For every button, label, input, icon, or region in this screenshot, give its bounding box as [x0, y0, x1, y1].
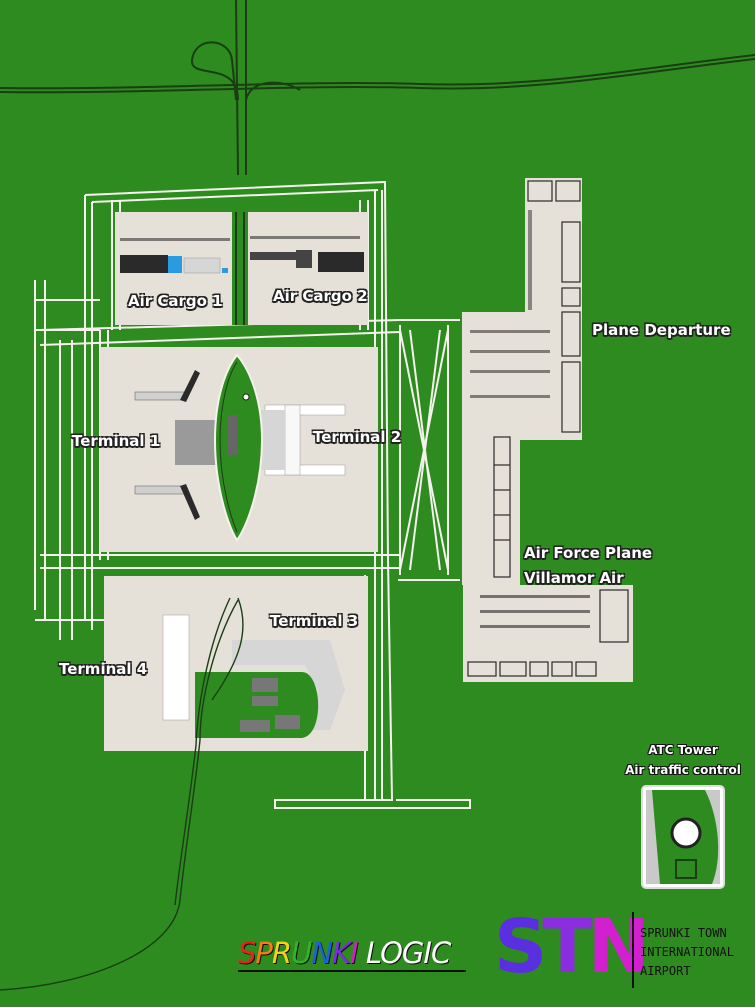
sprunki-logic-letter: K — [332, 936, 351, 970]
plane-departure-apron — [462, 178, 582, 585]
cargo-buildings-1 — [120, 255, 228, 274]
terminal-1-building — [134, 370, 220, 520]
label-air-force-line2: Villamor Air — [524, 569, 624, 587]
sprunki-logic-letter: N — [311, 936, 333, 970]
label-terminal-1: Terminal 1 — [72, 432, 161, 450]
sprunki-logic-letter: O — [380, 936, 403, 970]
airport-name-line: AIRPORT — [640, 964, 691, 978]
departure-planes — [470, 210, 550, 398]
airport-name-line: INTERNATIONAL — [640, 945, 734, 959]
sprunki-logic-logo: SPRUNKI LOGIC — [238, 936, 451, 970]
air-force-buildings — [467, 589, 629, 677]
label-terminal-4: Terminal 4 — [59, 660, 148, 678]
sprunki-logic-letter — [358, 936, 366, 970]
stn-letter: S — [494, 904, 547, 990]
label-terminal-2: Terminal 2 — [313, 428, 402, 446]
sprunki-logic-letter: C — [430, 936, 451, 970]
departure-buildings — [493, 180, 581, 578]
terminal-2-building — [260, 404, 346, 476]
logo-underline — [238, 970, 466, 972]
label-terminal-3: Terminal 3 — [270, 612, 359, 630]
label-air-force-line1: Air Force Plane — [524, 544, 653, 562]
label-plane-departure: Plane Departure — [592, 321, 731, 339]
sprunki-logic-letter: P — [255, 936, 272, 970]
sprunki-logic-letter: U — [291, 936, 312, 970]
sprunki-logic-letter: S — [238, 936, 256, 970]
central-island — [213, 353, 264, 542]
sprunki-logic-letter: I — [350, 936, 359, 970]
sprunki-logic-letter: R — [271, 936, 292, 970]
sprunki-logic-letter: I — [423, 936, 432, 970]
stn-letter: N — [587, 904, 650, 990]
stn-letter: T — [542, 904, 593, 990]
cargo-stands — [120, 236, 360, 241]
cargo-buildings-2 — [250, 250, 364, 272]
airport-name: SPRUNKI TOWN INTERNATIONAL AIRPORT — [640, 924, 734, 981]
cargo-median — [232, 212, 248, 325]
atc-tower-inset — [641, 785, 725, 889]
access-roads — [0, 597, 244, 991]
label-air-cargo-1: Air Cargo 1 — [128, 292, 223, 310]
terminal-3-parking — [240, 678, 300, 732]
highway — [0, 0, 755, 176]
airport-name-line: SPRUNKI TOWN — [640, 926, 727, 940]
stn-divider — [632, 912, 634, 988]
atc-title: ATC Tower — [648, 743, 718, 757]
sprunki-logic-letter: G — [401, 936, 425, 970]
stn-logo: STN — [494, 910, 650, 984]
label-air-cargo-2: Air Cargo 2 — [273, 287, 368, 305]
atc-subtitle: Air traffic control — [625, 763, 741, 777]
terminal-4-building — [162, 614, 190, 721]
sprunki-logic-letter: L — [365, 936, 381, 970]
